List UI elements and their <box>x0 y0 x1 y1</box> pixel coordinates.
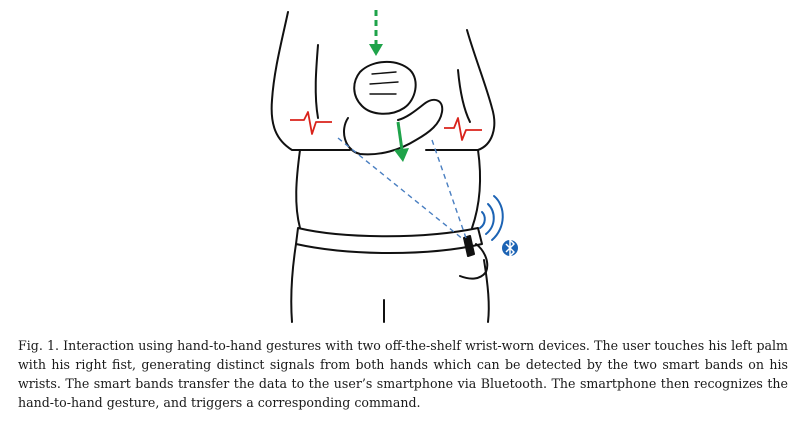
caption-label: Fig. 1. <box>18 338 59 353</box>
caption-text: Interaction using hand-to-hand gestures … <box>18 338 788 410</box>
torso-right <box>471 149 481 229</box>
left-palm <box>343 98 444 156</box>
leg-right <box>483 259 490 323</box>
left-wrist-signal <box>290 111 332 135</box>
wireless-signal-icon <box>479 195 504 241</box>
waist-band <box>295 227 483 254</box>
leg-left <box>290 243 297 323</box>
bluetooth-icon <box>502 239 518 257</box>
right-wrist-signal <box>444 117 482 141</box>
right-fist <box>353 61 417 115</box>
left-band-link <box>337 137 465 241</box>
pulse-signal-icon <box>290 111 482 141</box>
left-arm <box>270 11 351 151</box>
figure-illustration <box>270 10 518 323</box>
torso-left <box>295 149 301 229</box>
data-transfer-lines <box>337 137 467 241</box>
gesture-arrow-icon <box>369 10 409 162</box>
gesture-illustration <box>270 10 518 323</box>
figure-caption: Fig. 1. Interaction using hand-to-hand g… <box>18 336 788 412</box>
person-drawing <box>270 11 496 323</box>
smartphone-icon <box>463 235 475 257</box>
right-band-link <box>431 139 467 239</box>
right-arm <box>425 29 496 151</box>
